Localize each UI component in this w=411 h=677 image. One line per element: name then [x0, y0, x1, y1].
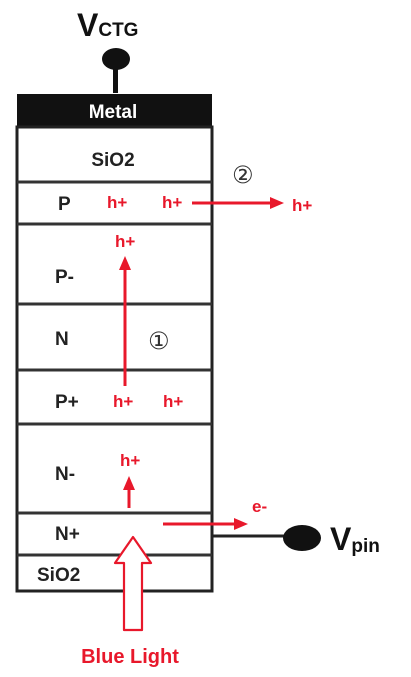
vertical-hole-arrow-head: [119, 256, 131, 270]
carrier-pplus-hole-1: h+: [113, 392, 133, 411]
carrier-lateral-out: h+: [292, 196, 312, 215]
layer-label-n-minus: N-: [55, 464, 75, 485]
layer-label-n-plus: N+: [55, 524, 80, 545]
top-contact-stem: [113, 63, 118, 93]
lateral-hole-arrow-head: [270, 197, 284, 209]
metal-label: Metal: [89, 102, 138, 123]
device-stack-outline: [15, 125, 214, 593]
blue-light-arrow: [113, 535, 153, 632]
top-contact-pad: [102, 48, 130, 70]
vctg-sub-text: CTG: [98, 20, 138, 41]
pin-contact-pad: [283, 525, 321, 551]
carrier-p-hole-1: h+: [107, 193, 127, 212]
layer-label-n: N: [55, 329, 69, 350]
carrier-nminus-hole: h+: [120, 451, 140, 470]
layer-label-sio2-bottom: SiO2: [37, 565, 80, 586]
carrier-electron: e-: [252, 497, 267, 516]
step-one-marker: ①: [148, 327, 170, 355]
step-two-marker: ②: [232, 161, 254, 189]
layer-label-p: P: [58, 194, 71, 215]
layer-label-p-minus: P-: [55, 267, 74, 288]
layer-label-p-plus: P+: [55, 392, 79, 413]
blue-light-caption: Blue Light: [81, 646, 179, 668]
carrier-pplus-hole-2: h+: [163, 392, 183, 411]
electron-arrow-head: [234, 518, 248, 530]
vpin-main-text: V: [330, 521, 352, 557]
vctg-main-text: V: [77, 7, 99, 43]
carrier-pminus-hole: h+: [115, 232, 135, 251]
metal-layer: [17, 94, 212, 127]
nminus-hole-arrow-head: [123, 476, 135, 490]
vctg-terminal-label: VCTG: [77, 7, 138, 43]
layer-label-sio2-top: SiO2: [91, 150, 134, 171]
vpin-sub-text: pin: [351, 536, 380, 557]
vpin-terminal-label: Vpin: [330, 521, 380, 557]
carrier-p-hole-2: h+: [162, 193, 182, 212]
